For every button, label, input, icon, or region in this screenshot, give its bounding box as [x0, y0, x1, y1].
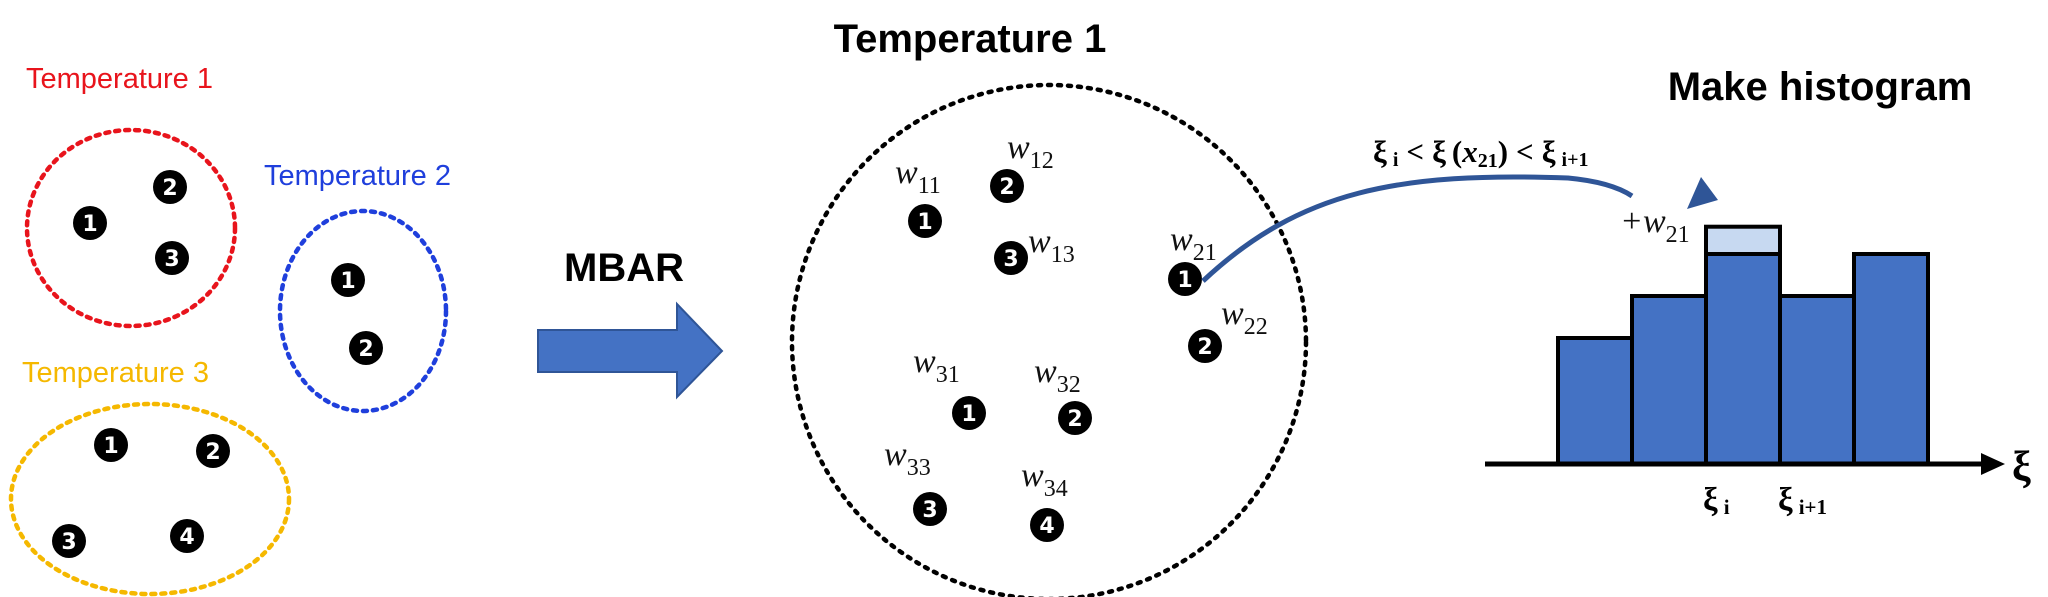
svg-text:3: 3 [922, 498, 937, 523]
svg-text:3: 3 [61, 530, 76, 555]
mbar-arrow [537, 301, 724, 400]
svg-text:2: 2 [999, 175, 1014, 200]
temperature-2-ensemble [277, 208, 449, 414]
weight-label-33: w33 [884, 436, 931, 481]
svg-text:4: 4 [1039, 514, 1054, 539]
particle-2: 2 [153, 170, 187, 204]
weight-label-13: w13 [1028, 223, 1075, 268]
particle-1: 1 [331, 263, 365, 297]
svg-text:2: 2 [205, 440, 220, 465]
weight-label-31: w31 [913, 343, 960, 388]
weight-label-12: w12 [1007, 129, 1054, 174]
particle-2: 2 [1058, 401, 1092, 435]
svg-text:1: 1 [103, 434, 118, 459]
weight-label-11: w11 [895, 154, 941, 199]
svg-text:1: 1 [82, 212, 97, 237]
histogram-increment [1704, 224, 1782, 256]
x-axis-arrowhead [1981, 453, 2005, 475]
particle-2: 2 [196, 434, 230, 468]
svg-text:1: 1 [917, 210, 932, 235]
particle-1: 1 [1168, 262, 1202, 296]
particle-1: 1 [952, 396, 986, 430]
temperature-2-label: Temperature 2 [264, 160, 451, 192]
svg-text:1: 1 [1177, 268, 1192, 293]
svg-text:2: 2 [162, 176, 177, 201]
svg-text:2: 2 [1067, 407, 1082, 432]
histogram-bar [1556, 336, 1634, 466]
particle-3: 3 [994, 241, 1028, 275]
weight-label-21: w21 [1170, 221, 1217, 266]
weight-label-32: w32 [1034, 353, 1081, 398]
particle-1: 1 [908, 204, 942, 238]
particle-3: 3 [52, 524, 86, 558]
particle-2: 2 [990, 169, 1024, 203]
svg-text:4: 4 [179, 525, 194, 550]
particle-3: 3 [155, 241, 189, 275]
svg-text:2: 2 [358, 337, 373, 362]
svg-text:1: 1 [961, 402, 976, 427]
weight-label-34: w34 [1021, 457, 1068, 502]
particle-1: 1 [94, 428, 128, 462]
assignment-curve [1201, 174, 1634, 283]
histogram-bar [1704, 252, 1782, 466]
weight-label-22: w22 [1221, 295, 1268, 340]
svg-text:3: 3 [164, 247, 179, 272]
increment-label: +w21 [1620, 203, 1690, 248]
temperature-3-label: Temperature 3 [22, 357, 209, 389]
svg-text:3: 3 [1003, 247, 1018, 272]
particle-1: 1 [73, 206, 107, 240]
histogram-bar [1852, 252, 1930, 466]
histogram-bars [1556, 224, 1930, 466]
particle-2: 2 [349, 331, 383, 365]
temperature-1-label: Temperature 1 [26, 63, 213, 95]
histogram-bar [1778, 294, 1856, 466]
mbar-label: MBAR [564, 246, 684, 290]
svg-text:2: 2 [1197, 335, 1212, 360]
merged-ensemble-title: Temperature 1 [834, 17, 1107, 61]
assignment-arrowhead [1687, 177, 1718, 209]
svg-text:1: 1 [340, 269, 355, 294]
temperature-3-ensemble [8, 401, 292, 597]
particle-4: 4 [1030, 508, 1064, 542]
histogram-title: Make histogram [1668, 65, 1973, 109]
merged-ensemble [789, 82, 1309, 597]
particle-2: 2 [1188, 329, 1222, 363]
histogram-bar [1630, 294, 1708, 466]
particle-3: 3 [913, 492, 947, 526]
x-axis-label: ξ [2012, 444, 2031, 490]
particle-4: 4 [170, 519, 204, 553]
temperature-1-ensemble [24, 127, 238, 329]
